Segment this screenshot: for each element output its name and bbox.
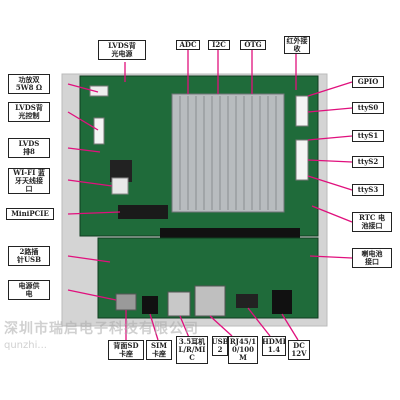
- label-rj45: RJ45/1 0/100 M: [228, 336, 258, 364]
- wifi-module: [111, 177, 129, 195]
- label-ttys3: ttyS3: [352, 184, 384, 196]
- header-strip: [160, 228, 300, 238]
- label-wifi-bt: WI-FI 蓝 牙天线接 口: [8, 168, 50, 194]
- sim-slot: [115, 293, 137, 311]
- label-usb-host: USB 2: [212, 336, 228, 356]
- usb-port: [167, 291, 191, 317]
- label-minipcie: MiniPCIE: [6, 208, 54, 220]
- label-rtc: RTC 电 池接口: [352, 212, 392, 232]
- label-power-key: 电源供 电: [8, 280, 50, 300]
- connector-top: [89, 85, 109, 97]
- chip: [110, 160, 132, 182]
- label-usb-2: 2路插 针USB: [8, 246, 50, 266]
- audio-jack: [142, 296, 158, 314]
- label-ir: 红外接 收: [284, 36, 310, 54]
- connector-left: [93, 117, 105, 145]
- pointer-lines: [67, 48, 353, 341]
- label-hdmi: HDMI 1.4: [262, 336, 286, 356]
- label-gpio: GPIO: [352, 76, 384, 88]
- label-adc: ADC: [176, 40, 200, 50]
- label-fan-5w80: 功放双 5W8 Ω: [8, 74, 50, 94]
- label-lvds-connector: LVDS 排8: [8, 138, 50, 158]
- minipcie-slot: [118, 205, 168, 219]
- connector-right-2: [295, 139, 309, 181]
- watermark: 深圳市瑞启电子科技有限公司: [4, 321, 199, 337]
- label-sim: SIM 卡座: [146, 340, 172, 360]
- watermark-url: qunzhi...: [4, 340, 47, 351]
- label-otg: OTG: [240, 40, 266, 50]
- connector-right-1: [295, 95, 309, 127]
- rj45-port: [194, 285, 226, 317]
- label-battery: 喇电池 接口: [352, 248, 392, 268]
- label-ttys0: ttyS0: [352, 102, 384, 114]
- label-dc12v: DC 12V: [288, 340, 310, 360]
- dc-jack: [272, 290, 292, 314]
- label-lvds-backlight-power: LVDS背 光电源: [98, 40, 146, 60]
- label-ttys1: ttyS1: [352, 130, 384, 142]
- label-lvds-backlight-ctrl: LVDS背 光控制: [8, 102, 50, 122]
- label-audio: 3.5耳机 L/R/MI C: [176, 336, 208, 364]
- heatsink-fins: [179, 96, 277, 210]
- label-sd-card: 背面SD 卡座: [108, 340, 144, 360]
- label-i2c: I2C: [208, 40, 230, 50]
- label-ttys2: ttyS2: [352, 156, 384, 168]
- hdmi-port: [236, 294, 258, 308]
